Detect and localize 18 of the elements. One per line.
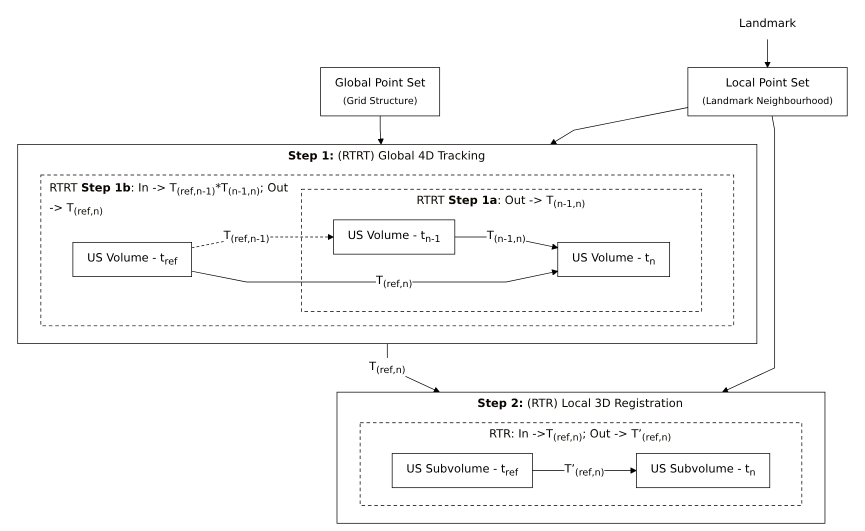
node-box: Global Point Set (Grid Structure)	[320, 67, 440, 116]
node-box: US Subvolume - t$_{ref}$	[392, 453, 533, 488]
node-text: Landmark	[739, 16, 796, 30]
edge-label: T$_{(ref,n)}$	[376, 273, 412, 290]
edge-label: T$_{(ref,n-1)}$	[224, 228, 270, 245]
node-box: Local Point Set (Landmark Neighbourhood)	[688, 67, 848, 116]
edge-label: T’$_{(ref,n)}$	[564, 462, 604, 479]
edge-label: T$_{(n-1,n)}$	[486, 228, 526, 245]
edge-label: T$_{(ref,n)}$	[369, 359, 406, 376]
arrow	[722, 116, 776, 393]
arrow	[191, 269, 558, 282]
node-box: US Volume - t$_{n}$	[557, 242, 670, 277]
node-box: US Volume - t$_{n-1}$	[333, 220, 456, 254]
arrow	[764, 38, 771, 68]
arrow	[378, 116, 384, 145]
node-box: US Volume - t$_{ref}$	[72, 242, 192, 277]
node-box: US Subvolume - t$_{n}$	[636, 453, 770, 488]
arrow	[550, 107, 688, 145]
